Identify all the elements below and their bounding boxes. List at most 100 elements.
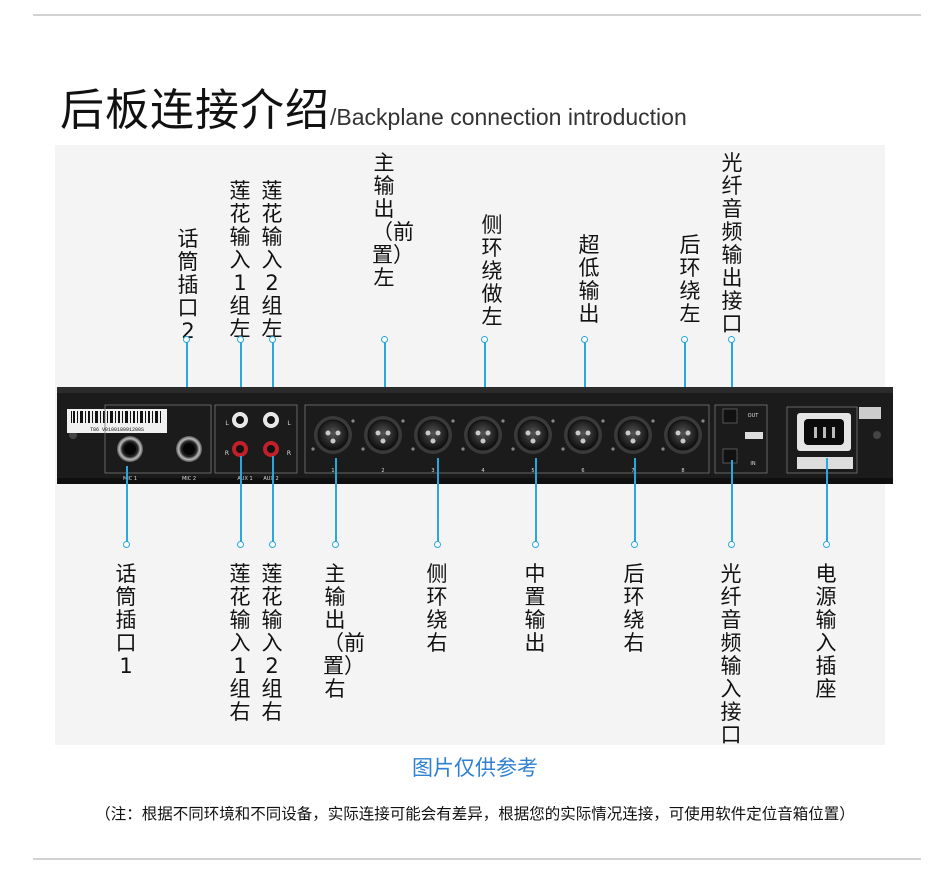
leader-line-sub (584, 340, 586, 430)
aux1-right-rca (232, 441, 248, 457)
xlr-number-5: 5 (531, 468, 534, 474)
aux-r-mark-1: R (225, 450, 229, 457)
label-rear-right: 后环绕右 (623, 562, 645, 655)
optical-section-frame (714, 404, 768, 474)
label-mic1: 话筒插口1 (115, 562, 137, 678)
xlr-number-6: 6 (581, 468, 584, 474)
device-back-panel: T86 V010018091200S MIC 1 MIC 2 L R L R A… (57, 387, 893, 484)
label-power: 电源输入插座 (815, 562, 837, 701)
leader-dot-mic2 (183, 336, 190, 343)
leader-dot-aux2-left (269, 336, 276, 343)
aux-l-mark-2: L (287, 420, 291, 427)
leader-dot-side-left (481, 336, 488, 343)
label-side-right: 侧环绕右 (426, 562, 448, 655)
aux2-label: AUX 2 (263, 476, 278, 482)
outputs-section-frame (304, 404, 710, 474)
xlr-number-1: 1 (331, 468, 334, 474)
optical-out-label: OUT (748, 413, 760, 419)
label-sub: 超低输出 (578, 233, 600, 326)
mount-screw-right (873, 431, 881, 439)
top-divider (33, 14, 921, 16)
leader-line-center (535, 458, 537, 544)
label-aux1-left: 莲花输入1组左 (229, 179, 251, 341)
optical-in-port (722, 448, 738, 464)
mic-section-frame (104, 404, 212, 474)
leader-line-power (826, 458, 828, 544)
leader-line-mic1 (126, 466, 128, 544)
spec-sticker (859, 407, 881, 419)
aux-l-mark-1: L (225, 420, 229, 427)
leader-line-aux1-left (240, 340, 242, 420)
leader-dot-aux1-left (237, 336, 244, 343)
xlr-output-1: 1 (311, 416, 355, 474)
leader-dot-optical-in (728, 541, 735, 548)
label-main-right: 主输出（前置）右 (323, 562, 365, 701)
xlr-output-5: 5 (511, 416, 555, 474)
barcode-text: T86 V010018091200S (90, 427, 144, 433)
aux-section-frame (214, 404, 298, 474)
leader-line-optical-out (731, 340, 733, 410)
optical-out-port (722, 408, 738, 424)
leader-line-main-right (335, 458, 337, 544)
xlr-number-7: 7 (631, 468, 634, 474)
optical-in-label: IN (750, 461, 755, 467)
leader-dot-sub (581, 336, 588, 343)
leader-dot-mic1 (123, 541, 130, 548)
bottom-divider (33, 858, 921, 860)
leader-dot-rear-right (631, 541, 638, 548)
optical-badge (745, 432, 763, 439)
leader-line-side-right (437, 458, 439, 544)
xlr-number-8: 8 (681, 468, 684, 474)
mic1-jack (117, 436, 143, 462)
label-aux1-right: 莲花输入1组右 (229, 562, 251, 724)
xlr-output-4: 4 (461, 416, 505, 474)
power-inlet (797, 413, 851, 451)
label-aux2-right: 莲花输入2组右 (261, 562, 283, 724)
aux-r-mark-2: R (287, 450, 291, 457)
xlr-output-7: 7 (611, 416, 655, 474)
connection-note: （注：根据不同环境和不同设备，实际连接可能会有差异，根据您的实际情况连接，可使用… (95, 805, 855, 823)
leader-dot-main-left (381, 336, 388, 343)
leader-line-rear-left (684, 340, 686, 430)
aux1-label: AUX 1 (237, 476, 252, 482)
leader-dot-aux2-right (269, 541, 276, 548)
aux2-left-rca (263, 412, 279, 428)
leader-dot-center (532, 541, 539, 548)
label-optical-in: 光纤音频输入接口 (720, 562, 742, 747)
mic1-label: MIC 1 (123, 476, 137, 482)
leader-dot-rear-left (681, 336, 688, 343)
xlr-output-3: 3 (411, 416, 455, 474)
title-chinese: 后板连接介绍 (60, 85, 330, 136)
label-optical-out: 光纤音频输出接口 (721, 151, 743, 336)
leader-dot-main-right (332, 541, 339, 548)
leader-line-mic2 (186, 340, 188, 410)
leader-line-optical-in (731, 460, 733, 544)
power-warning-sticker (797, 457, 853, 469)
page-title: 后板连接介绍/Backplane connection introduction (60, 74, 687, 138)
aux1-left-rca (232, 412, 248, 428)
xlr-output-2: 2 (361, 416, 405, 474)
leader-dot-side-right (434, 541, 441, 548)
label-side-left: 侧环绕做左 (481, 213, 503, 329)
label-aux2-left: 莲花输入2组左 (261, 179, 283, 341)
xlr-number-2: 2 (381, 468, 384, 474)
xlr-output-8: 8 (661, 416, 705, 474)
leader-dot-aux1-right (237, 541, 244, 548)
barcode-sticker: T86 V010018091200S (67, 409, 167, 433)
label-mic2: 话筒插口2 (177, 227, 199, 343)
xlr-output-6: 6 (561, 416, 605, 474)
leader-line-rear-right (634, 458, 636, 544)
xlr-number-4: 4 (481, 468, 484, 474)
title-english: /Backplane connection introduction (330, 104, 687, 130)
mic2-label: MIC 2 (182, 476, 196, 482)
leader-line-aux2-left (272, 340, 274, 420)
leader-line-side-left (484, 340, 486, 430)
power-section-frame (786, 406, 858, 474)
xlr-number-3: 3 (431, 468, 434, 474)
label-main-left: 主输出（前置）左 (372, 151, 414, 290)
mic2-jack (176, 436, 202, 462)
xlr-outputs: 1 2 3 4 5 6 7 8 (311, 416, 705, 474)
aux2-right-rca (263, 441, 279, 457)
label-center: 中置输出 (524, 562, 546, 655)
leader-line-main-left (384, 340, 386, 430)
